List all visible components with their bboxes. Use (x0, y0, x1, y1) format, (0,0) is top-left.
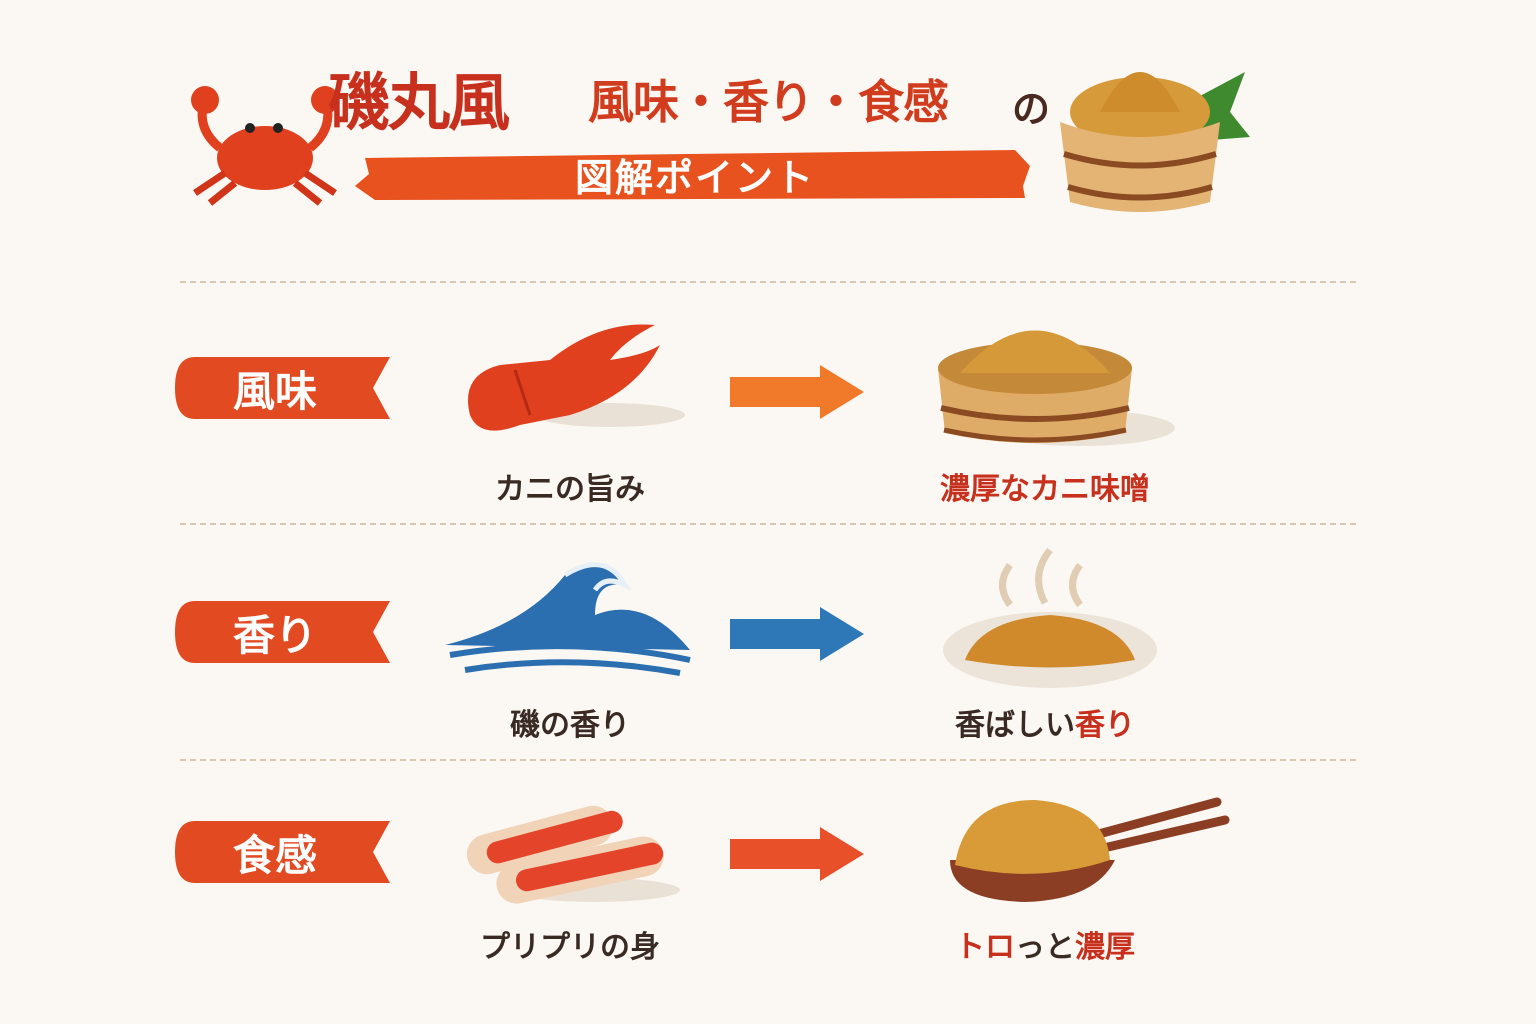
right-caption: 濃厚なカニ味噌 (940, 472, 1150, 507)
right-caption-red: 濃厚 (1075, 930, 1135, 965)
crab-legs-icon (466, 805, 680, 904)
row-badge (175, 821, 390, 883)
arrow-right-icon (730, 607, 864, 661)
right-caption-red: 香り (1075, 708, 1135, 743)
arrow-right-icon (730, 365, 864, 419)
title-particle: の (1012, 87, 1051, 131)
divider (180, 759, 1356, 761)
divider (180, 281, 1356, 283)
banner-text: 図解ポイント (574, 155, 815, 200)
brush-banner (355, 150, 1030, 200)
row-label-aroma: 香り (232, 610, 317, 660)
miso-tub-icon (1060, 72, 1250, 212)
left-caption: 磯の香り (510, 708, 630, 743)
divider (180, 523, 1356, 525)
spoon-chopsticks-icon (950, 797, 1230, 902)
right-caption: トロっと濃厚 (900, 922, 1190, 966)
crab-claw-icon (468, 324, 685, 431)
row-badge (175, 357, 390, 419)
title-sub: 風味・香り・食感 (588, 75, 949, 129)
right-caption-plain: っと (1015, 930, 1075, 965)
miso-tub-icon (938, 330, 1175, 446)
left-caption: カニの旨み (495, 472, 645, 507)
right-caption-plain: 香ばしい (955, 708, 1075, 743)
row-badge (175, 601, 390, 663)
right-caption-red: トロ (955, 930, 1015, 965)
arrow-right-icon (730, 827, 864, 881)
crab-icon (191, 86, 339, 206)
row-label-texture: 食感 (232, 830, 317, 880)
right-caption: 香ばしい香り (900, 700, 1190, 744)
steaming-plate-icon (943, 547, 1157, 688)
left-caption: プリプリの身 (480, 930, 660, 965)
wave-icon (445, 562, 691, 676)
row-label-flavor: 風味 (232, 366, 317, 416)
title-main: 磯丸風 (328, 66, 510, 139)
